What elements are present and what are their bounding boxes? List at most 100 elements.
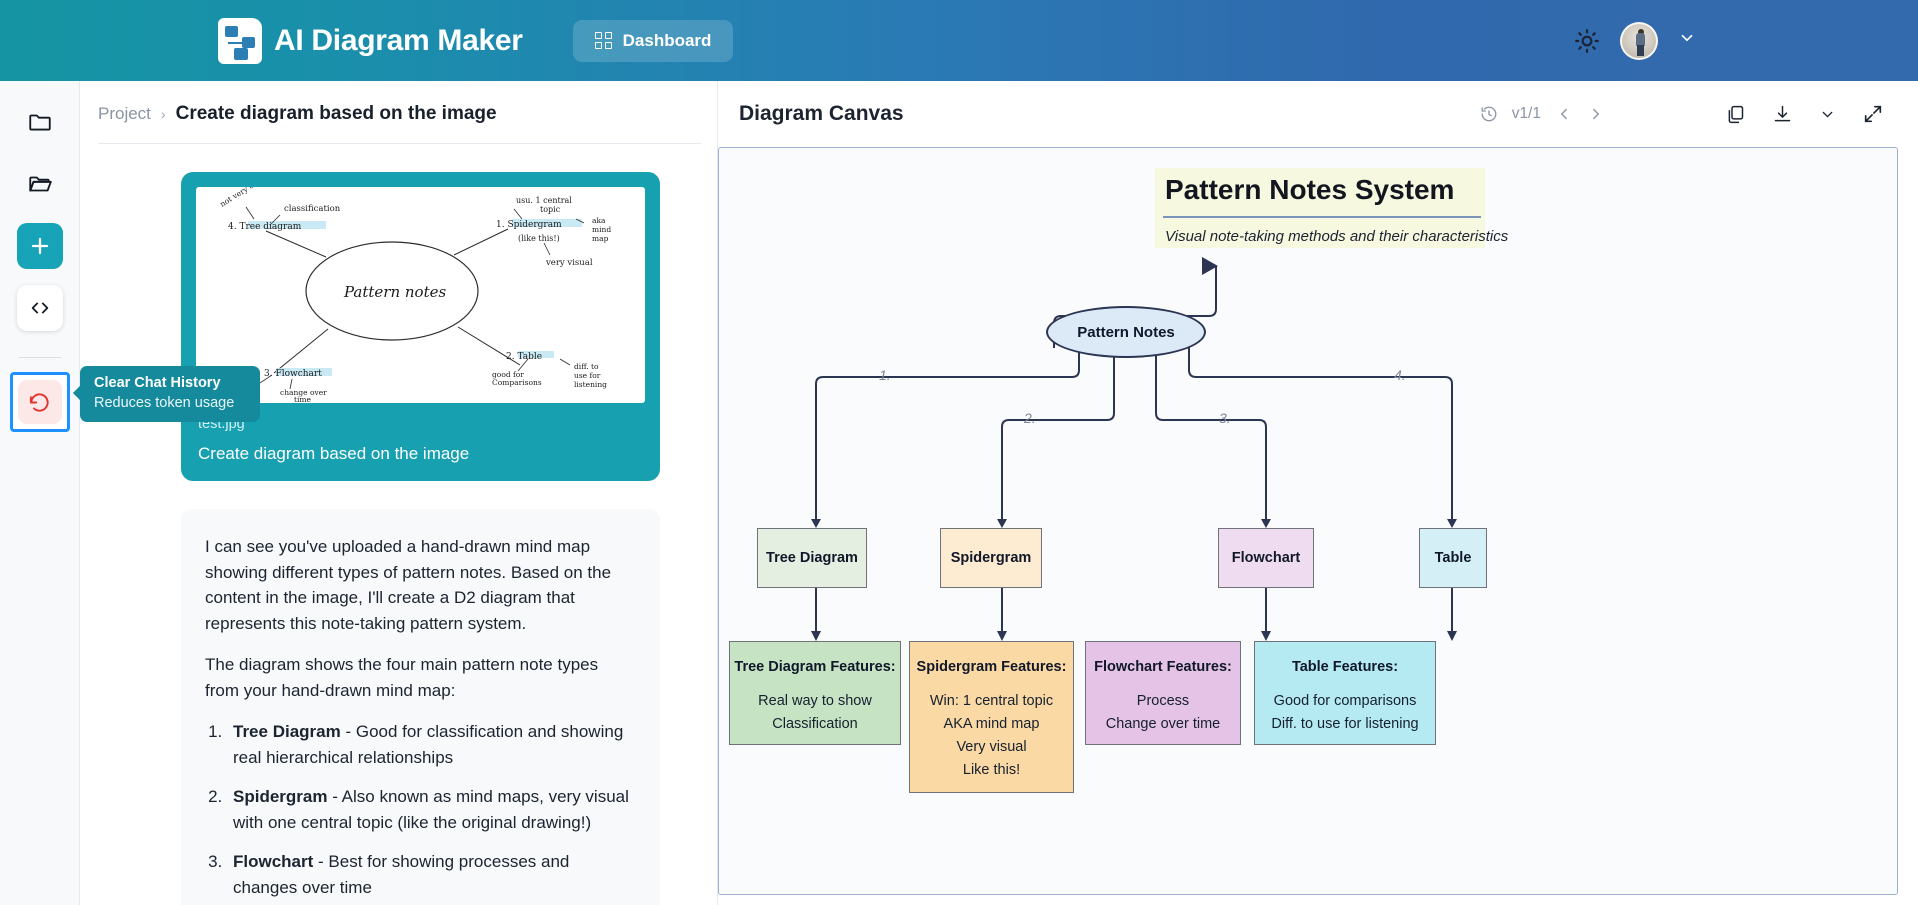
diagram-feature-tree-diagram[interactable]: Tree Diagram Features: Real way to show …	[729, 641, 901, 745]
diagram-canvas[interactable]: Pattern Notes System Visual note-taking …	[718, 147, 1898, 895]
feature-heading: Flowchart Features:	[1094, 659, 1232, 675]
diagram-node-label: Table	[1434, 550, 1472, 566]
svg-text:not very common: not very common	[218, 187, 279, 209]
svg-text:use for: use for	[574, 371, 601, 380]
assistant-message: I can see you've uploaded a hand-drawn m…	[181, 509, 660, 905]
chevron-right-icon[interactable]	[1587, 105, 1605, 123]
tooltip: Clear Chat History Reduces token usage	[80, 366, 260, 422]
list-item-term: Spidergram	[233, 787, 328, 806]
header-actions	[1574, 21, 1696, 60]
edge-label-2: 2.	[1024, 410, 1036, 426]
feature-line: Process	[1136, 693, 1190, 709]
breadcrumb-project[interactable]: Project	[98, 104, 151, 123]
diagram-title-rule	[1163, 216, 1481, 218]
chat-pane: Project › Create diagram based on the im…	[81, 81, 718, 905]
assistant-paragraph-2: The diagram shows the four main pattern …	[205, 655, 599, 700]
svg-text:good for: good for	[492, 370, 524, 379]
diagram-node-flowchart[interactable]: Flowchart	[1218, 528, 1314, 588]
svg-text:topic: topic	[540, 205, 561, 214]
pane-divider	[717, 81, 718, 905]
download-chevron-down-icon[interactable]	[1819, 106, 1836, 123]
feature-line: Diff. to use for listening	[1271, 716, 1419, 732]
diagram-node-tree-diagram[interactable]: Tree Diagram	[757, 528, 867, 588]
diagram-feature-table[interactable]: Table Features: Good for comparisons Dif…	[1254, 641, 1436, 745]
add-new-button[interactable]	[16, 223, 63, 269]
brand: AI Diagram Maker	[218, 17, 523, 64]
edge-label-1: 1.	[879, 367, 891, 383]
breadcrumb: Project › Create diagram based on the im…	[81, 81, 718, 125]
canvas-toolbar: Diagram Canvas v1/1	[718, 81, 1918, 147]
svg-text:listening: listening	[574, 380, 607, 389]
list-item: Spidergram - Also known as mind maps, ve…	[227, 784, 636, 835]
svg-text:aka: aka	[592, 216, 606, 225]
feature-line: Very visual	[956, 739, 1027, 755]
brand-title: AI Diagram Maker	[274, 23, 523, 57]
feature-line: Like this!	[962, 762, 1021, 778]
copy-icon[interactable]	[1725, 104, 1746, 125]
feature-line: Real way to show	[758, 693, 872, 709]
avatar[interactable]	[1620, 21, 1658, 60]
code-view-button[interactable]	[16, 285, 63, 331]
uploaded-file-name: test.jpg	[198, 416, 245, 432]
icon-rail	[0, 81, 80, 905]
list-item-term: Flowchart	[233, 852, 314, 871]
feature-line: Classification	[772, 716, 858, 732]
svg-text:Pattern notes: Pattern notes	[343, 283, 446, 301]
list-item: Flowchart - Best for showing processes a…	[227, 849, 636, 900]
diagram-node-label: Flowchart	[1231, 550, 1301, 566]
list-item-desc: - Also known as mind maps, very visual w…	[233, 787, 629, 832]
feature-line: Change over time	[1105, 716, 1221, 732]
clear-chat-history-focus-ring	[9, 372, 70, 432]
feature-heading: Table Features:	[1291, 659, 1399, 675]
diagram-feature-spidergram[interactable]: Spidergram Features: Win: 1 central topi…	[909, 641, 1074, 793]
chevron-down-icon[interactable]	[1678, 29, 1696, 52]
expand-fullscreen-icon[interactable]	[1862, 103, 1884, 125]
diagram-document-icon	[218, 17, 262, 64]
svg-text:(like this!): (like this!)	[518, 234, 560, 243]
diagram-node-spidergram[interactable]: Spidergram	[940, 528, 1042, 588]
diagram-subtitle: Visual note-taking methods and their cha…	[1165, 228, 1509, 245]
sidebar-item-folder-closed[interactable]	[17, 99, 63, 145]
svg-text:very visual: very visual	[545, 258, 593, 268]
diagram-root: Pattern Notes System Visual note-taking …	[719, 148, 1897, 894]
diagram-node-root-label: Pattern Notes	[1077, 323, 1175, 341]
edge-label-3: 3.	[1219, 410, 1231, 426]
list-item-desc: - Best for showing processes and changes…	[233, 852, 570, 897]
svg-text:diff. to: diff. to	[574, 362, 599, 371]
user-message-card: Pattern notes 4. Tree diagram classifica…	[181, 172, 660, 481]
svg-text:mind: mind	[592, 225, 611, 234]
diagram-node-root[interactable]: Pattern Notes	[1046, 306, 1206, 358]
diagram-feature-flowchart[interactable]: Flowchart Features: Process Change over …	[1085, 641, 1241, 745]
version-label: v1/1	[1511, 105, 1541, 122]
clear-chat-history-button[interactable]	[17, 380, 62, 424]
chevron-left-icon[interactable]	[1555, 105, 1573, 123]
feature-heading: Spidergram Features:	[916, 659, 1067, 675]
download-icon[interactable]	[1772, 104, 1793, 125]
assistant-list: Tree Diagram - Good for classification a…	[227, 719, 636, 900]
history-clock-icon[interactable]	[1480, 105, 1498, 123]
breadcrumb-separator: ›	[160, 106, 166, 122]
canvas-pane: Diagram Canvas v1/1	[718, 81, 1918, 905]
diagram-node-label: Tree Diagram	[766, 550, 858, 566]
svg-text:change over: change over	[280, 388, 327, 397]
uploaded-image-thumbnail[interactable]: Pattern notes 4. Tree diagram classifica…	[196, 187, 645, 403]
svg-text:usu. 1 central: usu. 1 central	[516, 196, 572, 205]
page-title: Create diagram based on the image	[175, 103, 497, 124]
svg-text:classification: classification	[284, 204, 341, 214]
diagram-node-table[interactable]: Table	[1419, 528, 1487, 588]
feature-line: Win: 1 central topic	[929, 693, 1054, 709]
sidebar-item-folder-open[interactable]	[17, 161, 63, 207]
feature-line: AKA mind map	[943, 716, 1040, 732]
canvas-title: Diagram Canvas	[739, 102, 904, 125]
svg-text:time: time	[294, 395, 312, 403]
sun-icon[interactable]	[1574, 28, 1600, 54]
canvas-actions	[1725, 103, 1884, 125]
grid-icon	[594, 32, 612, 49]
app-header: AI Diagram Maker Dashboard	[0, 0, 1918, 81]
feature-heading: Tree Diagram Features:	[734, 659, 896, 675]
diagram-title: Pattern Notes System	[1165, 174, 1455, 205]
dashboard-button[interactable]: Dashboard	[572, 19, 734, 62]
svg-text:map: map	[592, 234, 609, 243]
assistant-paragraph-1: I can see you've uploaded a hand-drawn m…	[205, 537, 612, 633]
diagram-title-background	[1155, 168, 1485, 248]
